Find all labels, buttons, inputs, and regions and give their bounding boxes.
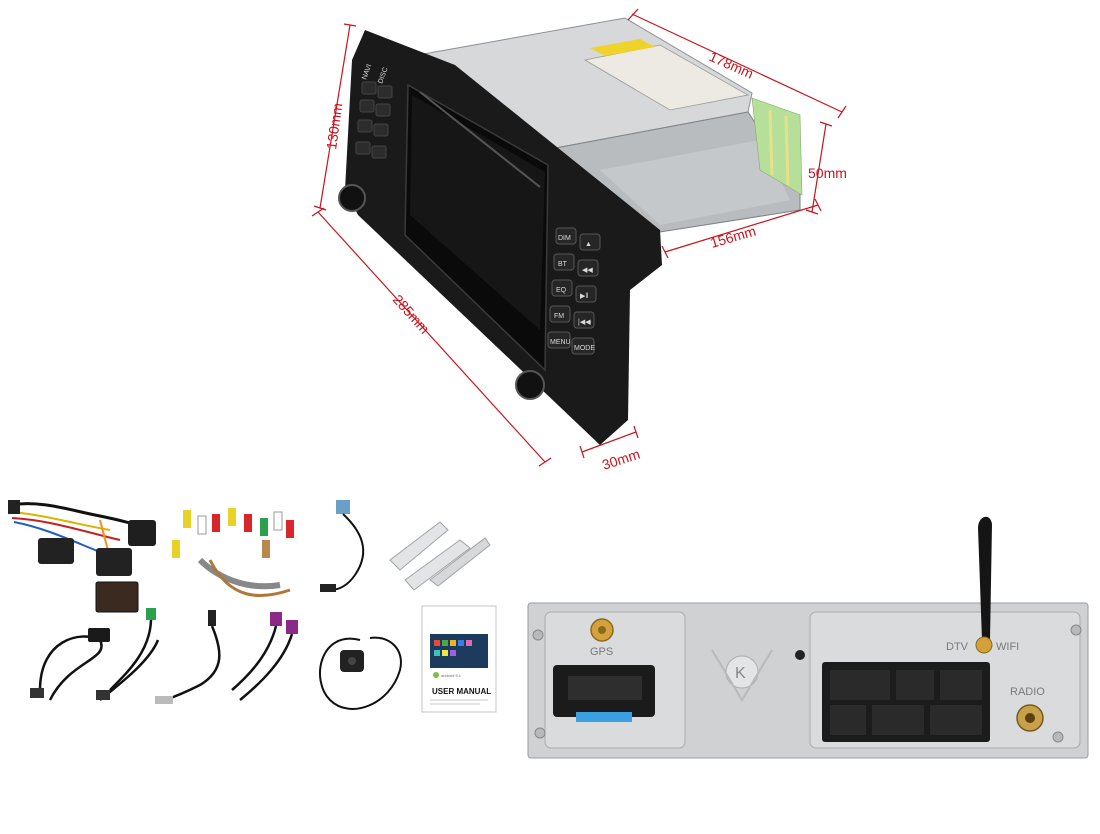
harness-plug	[128, 520, 156, 546]
left-button[interactable]	[371, 145, 387, 159]
user-manual: android 5.1 USER MANUAL	[421, 605, 497, 713]
left-button[interactable]	[359, 99, 375, 113]
wifi-label: WIFI	[996, 641, 1019, 653]
dim-front-width: 285mm	[390, 291, 433, 336]
eq-button-label: EQ	[556, 287, 567, 294]
prev-icon: ◀◀	[582, 267, 593, 274]
antenna-extension	[155, 610, 221, 704]
usb-cable	[30, 628, 110, 701]
eject-button[interactable]	[579, 233, 601, 251]
fakra-purple-cable	[231, 612, 298, 701]
back-button[interactable]	[573, 311, 595, 329]
chassis-ribs	[600, 140, 790, 225]
left-button[interactable]	[361, 81, 377, 95]
dimension-annotations	[311, 8, 847, 467]
fm-button[interactable]	[549, 305, 571, 323]
radio-label: RADIO	[1010, 686, 1045, 698]
disc-slot	[419, 91, 541, 188]
dtv-label: DTV	[946, 641, 969, 653]
menu-button-label: MENU	[550, 339, 571, 346]
left-button[interactable]	[373, 123, 389, 137]
left-button[interactable]	[357, 119, 373, 133]
wiring-harness	[8, 500, 156, 613]
eject-icon: ▲	[585, 241, 592, 248]
right-button-column: DIM ▲ BT ◀◀ EQ ▶‖ FM |◀◀ MENU MODE	[547, 227, 601, 355]
left-button[interactable]	[375, 103, 391, 117]
eq-button[interactable]	[551, 279, 573, 297]
bt-button-label: BT	[558, 261, 568, 268]
tune-knob[interactable]	[515, 370, 545, 400]
bt-button[interactable]	[553, 253, 575, 271]
can-box	[95, 581, 139, 613]
gps-antenna	[319, 636, 402, 710]
dim-bottom-depth: 156mm	[708, 223, 757, 251]
dim-button-label: DIM	[558, 235, 571, 242]
wifi-antenna	[978, 516, 992, 640]
dim-right-height: 50mm	[808, 165, 847, 181]
menu-button[interactable]	[547, 331, 571, 349]
warning-sticker	[590, 39, 655, 56]
wifi-port	[975, 636, 993, 654]
antenna-adapter	[320, 500, 365, 592]
manual-os-label: android 5.1	[441, 673, 462, 678]
iso-connector	[38, 538, 74, 564]
prev-button[interactable]	[577, 259, 599, 277]
left-button[interactable]	[355, 141, 371, 155]
quadlock-connector	[96, 548, 132, 576]
rca-cable	[172, 508, 294, 597]
fuse	[576, 712, 632, 722]
back-icon: |◀◀	[578, 319, 591, 326]
accessories: android 5.1 USER MANUAL	[8, 500, 497, 713]
head-unit: NAVI DISC DIM ▲ BT ◀◀ EQ ▶‖ FM	[338, 17, 803, 445]
gps-label: GPS	[590, 646, 613, 658]
rear-panel: GPS K DTV WIFI RADIO	[527, 516, 1089, 759]
dim-left-height: 130mm	[323, 102, 345, 150]
play-icon: ▶‖	[580, 293, 588, 300]
mounting-brackets	[389, 521, 491, 591]
manual-title: USER MANUAL	[432, 687, 491, 696]
mode-button[interactable]	[571, 337, 595, 355]
left-button[interactable]	[377, 85, 393, 99]
volume-knob[interactable]	[338, 184, 366, 212]
play-button[interactable]	[575, 285, 597, 303]
fm-button-label: FM	[554, 313, 564, 320]
mode-button-label: MODE	[574, 345, 595, 352]
connector-strip	[751, 97, 803, 196]
screen-glass	[410, 95, 545, 330]
dim-front-thickness: 30mm	[600, 446, 642, 473]
fakra-cable	[96, 608, 160, 701]
brand-logo-letter: K	[735, 665, 746, 682]
dim-button[interactable]	[555, 227, 577, 245]
